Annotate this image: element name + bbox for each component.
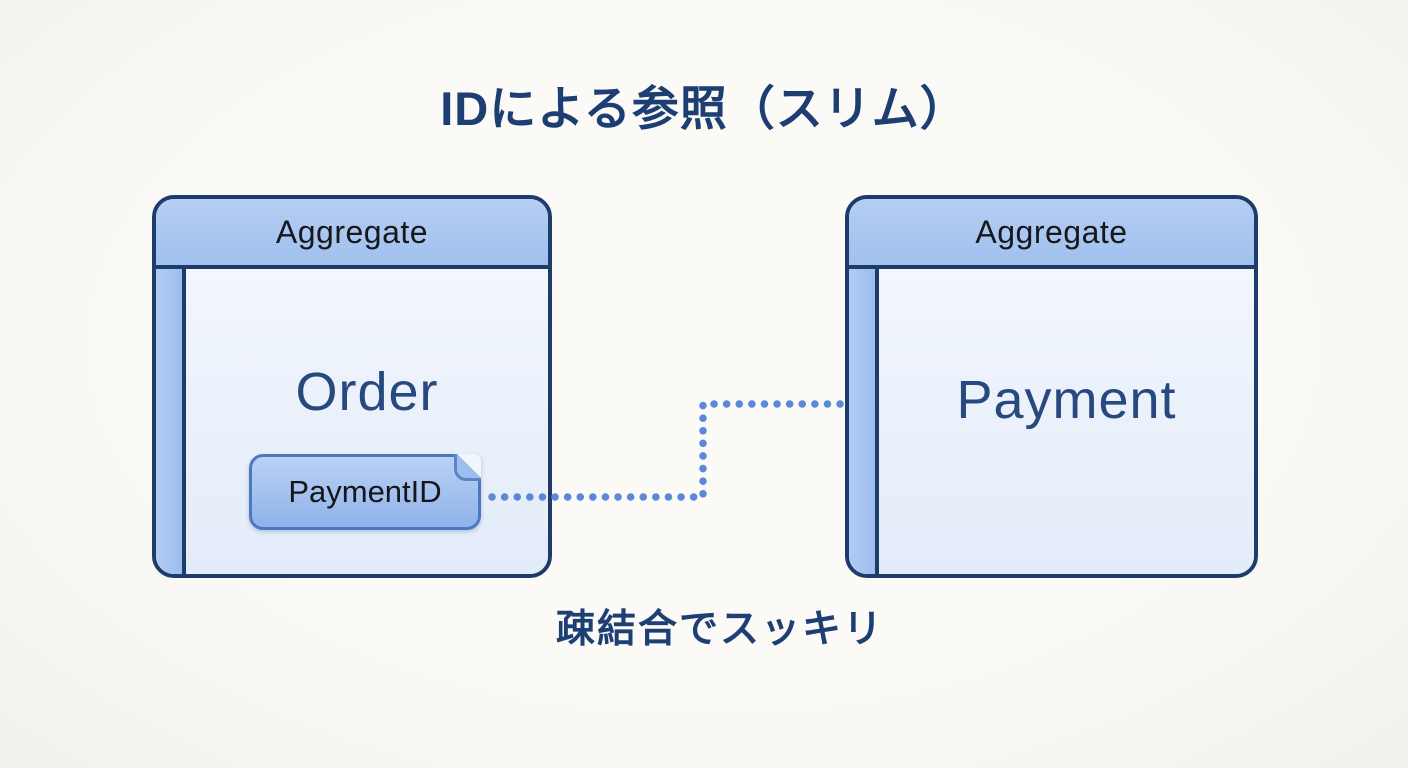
aggregate-header-label: Aggregate [275,213,429,250]
aggregate-body-order: Order PaymentID [186,269,548,574]
aggregate-content-payment: Payment [849,269,1254,574]
aggregate-card-payment: Aggregate Payment [845,195,1258,578]
aggregate-header-label: Aggregate [975,213,1128,250]
folded-corner-icon [454,454,481,481]
aggregate-left-strip [156,269,186,574]
payment-id-label: PaymentID [288,474,442,509]
aggregate-header-payment: Aggregate [849,199,1254,269]
payment-id-tag: PaymentID [249,454,481,530]
entity-name-payment: Payment [956,370,1177,430]
aggregate-body-payment: Payment [879,269,1254,574]
aggregate-left-strip [849,269,879,574]
entity-name-order: Order [295,362,439,422]
diagram-title: IDによる参照（スリム） [440,82,968,135]
diagram-caption: 疎結合でスッキリ [555,608,884,651]
aggregate-card-order: Aggregate Order PaymentID [152,195,552,578]
aggregate-header-order: Aggregate [156,199,548,269]
aggregate-content-order: Order PaymentID [156,269,548,574]
